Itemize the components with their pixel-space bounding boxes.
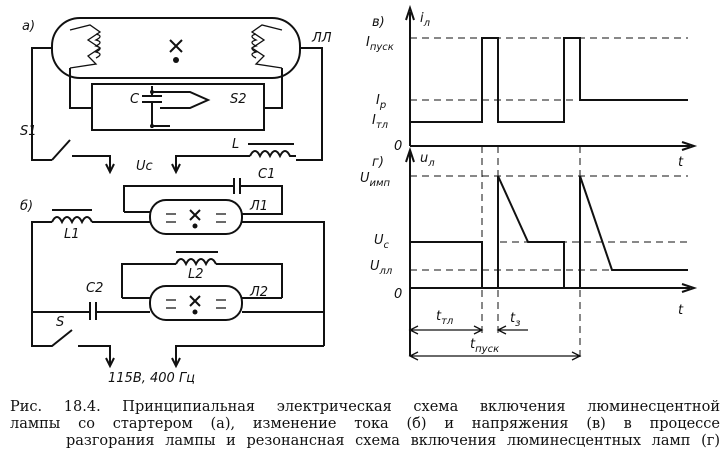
arrow-supply-left (105, 357, 115, 369)
lamp-l2-tube (149, 285, 243, 321)
caption-line-2: лампы со стартером (а), изменение тока (… (10, 416, 720, 432)
lamp-l1-dot (192, 223, 198, 229)
panel-g-label: г) (372, 155, 384, 170)
arrow-uc-right (171, 163, 181, 175)
switch-s1-symbol (51, 139, 71, 161)
graph-v-t-label: t (678, 155, 684, 170)
interval-ttl-arrow (408, 325, 484, 335)
graph-g-t-label: t (678, 303, 684, 318)
wire-a-bottom-right (175, 155, 250, 170)
wire-a-top-right (296, 47, 323, 161)
switch-s-symbol (31, 312, 73, 347)
lamp-l1-tube (149, 199, 243, 235)
graph-g-series-voltage (410, 175, 688, 289)
caption-line-1: Рис. 18.4. Принципиальная электрическая … (10, 399, 720, 415)
panel-b-label: б) (20, 199, 33, 214)
cap-c1-plates (233, 178, 241, 194)
supply-label: 115В, 400 Гц (108, 371, 195, 386)
graph-v-series-current (410, 37, 688, 123)
lamp-ll-dot (173, 57, 179, 63)
interval-tpusk-arrow (408, 351, 582, 361)
switch-s1-label: S1 (20, 124, 37, 139)
wire-starter-right (264, 68, 283, 109)
inductor-l1-label: L1 (64, 227, 80, 242)
graph-g-x-axis (410, 283, 698, 293)
graph-v-tick-ipusk: Iпуск (366, 35, 394, 53)
switch-s-label: S (56, 315, 64, 330)
lamp-ll-spiral-right (251, 33, 258, 59)
inductor-l1-coil (51, 216, 93, 225)
interval-tpusk-label: tпуск (470, 337, 499, 355)
cap-c1-label: C1 (258, 167, 275, 182)
inductor-l2-coil (175, 258, 217, 267)
cap-c-label: C (130, 92, 140, 107)
graph-g-y-axis (405, 146, 415, 356)
inductor-l-label: L (232, 137, 239, 152)
caption-line-3: разгорания лампы и резонансная схема вкл… (66, 433, 720, 449)
panel-v-label: в) (372, 15, 385, 30)
lamp-ll-filament-right (250, 24, 283, 69)
panel-a-label: а) (22, 19, 35, 34)
wire-c1 (123, 185, 283, 215)
lamp-ll-tube (51, 17, 301, 79)
wire-b-left-top (31, 221, 150, 312)
lamp-l2-cross (189, 295, 201, 307)
graph-v-tick-zero: 0 (394, 139, 402, 154)
wire-l2 (121, 263, 283, 298)
wire-b-right (242, 221, 325, 346)
schematic-a: а) ЛЛ C S2 S1 (20, 17, 332, 175)
graph-v: в) iл t Iпуск Iр Iтл 0 (366, 4, 698, 170)
wire-a-top-left (31, 47, 52, 161)
cap-c2-plates (89, 302, 97, 320)
graph-v-tick-ir: Iр (376, 93, 386, 111)
graph-v-ylabel: iл (420, 11, 431, 29)
starter-bimetal (152, 91, 211, 109)
wire-a-bottom (72, 155, 111, 170)
graph-v-x-axis (410, 141, 698, 151)
interval-tz-arrow (496, 325, 528, 335)
interval-ttl-label: tтл (436, 309, 454, 327)
inductor-l2-label: L2 (188, 267, 204, 282)
lamp-ll-label: ЛЛ (311, 31, 332, 46)
lamp-ll-filament-left (69, 24, 102, 69)
graph-g-tick-ull: Uлл (370, 259, 393, 277)
wire-supply (78, 345, 324, 364)
graph-g-tick-uimp: Uимп (360, 171, 391, 189)
starter-s2-label: S2 (230, 92, 247, 107)
inductor-l-coil (249, 150, 296, 159)
lamp-l2-label: Л2 (249, 285, 268, 300)
arrow-uc-left (105, 163, 115, 175)
lamp-l1-left-contacts (166, 213, 176, 223)
lamp-l2-dot (192, 309, 198, 315)
arrow-supply-right (171, 357, 181, 369)
lamp-l1-label: Л1 (249, 199, 268, 214)
graph-g: г) uл t Uимп Uс Uлл 0 tтл tз tпуск (360, 146, 698, 361)
graph-g-tick-uc: Uс (374, 233, 390, 251)
lamp-l1-cross (189, 209, 201, 221)
lamp-l1-right-contacts (216, 213, 226, 223)
cap-c2-label: C2 (86, 281, 103, 296)
lamp-ll-cross (169, 39, 183, 53)
lamp-ll-spiral-left (94, 33, 101, 59)
graph-g-tick-zero: 0 (394, 287, 402, 302)
graph-v-y-axis (405, 4, 415, 146)
wire-starter-left-down (69, 84, 92, 109)
graph-v-tick-itl: Iтл (372, 113, 389, 131)
voltage-uc-label: Uc (136, 159, 153, 174)
interval-tz-label: tз (510, 311, 520, 329)
lamp-l2-contacts (166, 299, 226, 309)
figure-caption: Рис. 18.4. Принципиальная электрическая … (10, 399, 720, 450)
graph-g-ylabel: uл (420, 151, 435, 169)
schematic-b: б) Л1 C1 L1 L2 Л2 C2 (20, 167, 325, 386)
